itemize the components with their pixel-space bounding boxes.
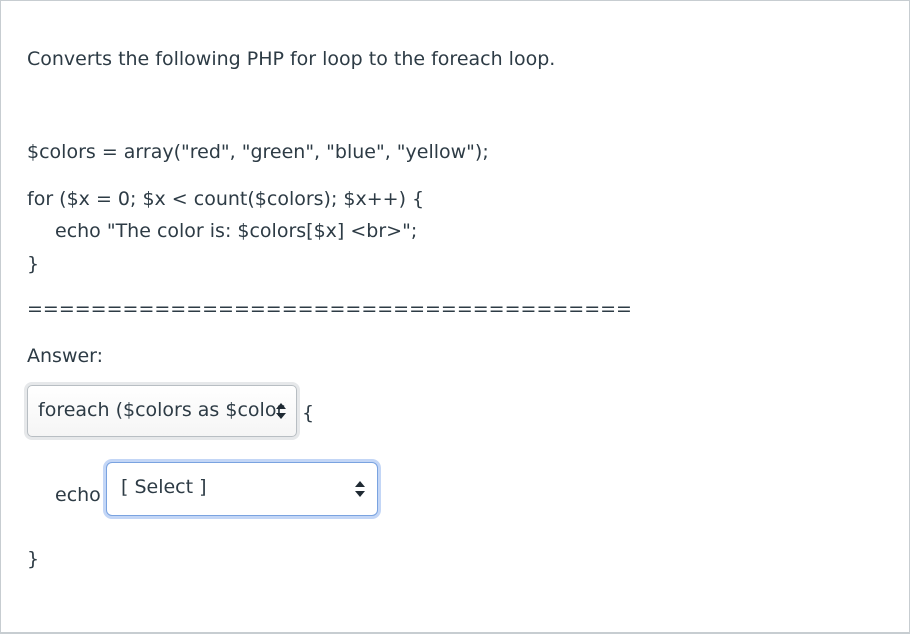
dropdown-2-value: [ Select ] [121,476,207,498]
open-brace: { [302,402,315,424]
close-brace: } [27,548,40,570]
code-line-close: } [27,253,40,275]
answer-label: Answer: [27,345,104,367]
chevron-updown-icon [276,403,286,419]
answer-dropdown-1[interactable]: foreach ($colors as $color) [27,385,297,437]
code-line-echo: echo "The color is: $colors[$x] <br>"; [55,220,418,242]
code-line-array: $colors = array("red", "green", "blue", … [27,141,489,163]
separator: ====================================== [27,298,632,320]
question-prompt: Converts the following PHP for loop to t… [27,48,556,70]
chevron-updown-icon [355,481,365,497]
dropdown-1-value: foreach ($colors as $color) [38,399,286,421]
echo-keyword: echo [55,484,101,506]
code-line-for: for ($x = 0; $x < count($colors); $x++) … [27,188,425,210]
answer-dropdown-2[interactable]: [ Select ] [106,462,378,516]
